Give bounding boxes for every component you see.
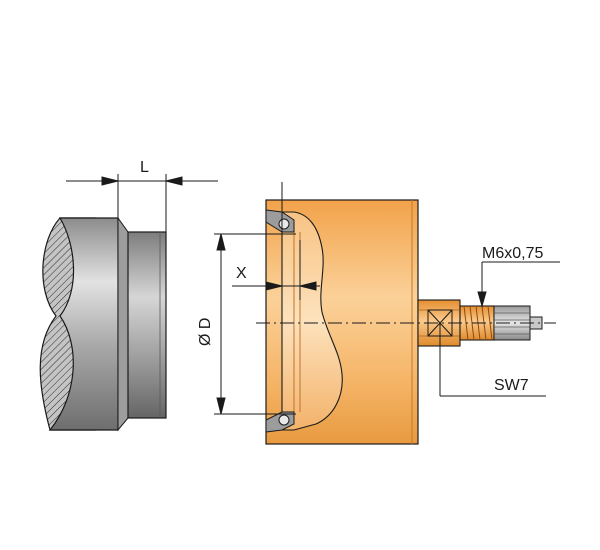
cylinder-body: [265, 199, 419, 445]
shaft-body: [48, 217, 119, 431]
offset-dimension: [232, 182, 320, 300]
wrench-callout: [439, 324, 546, 397]
length-dimension: [66, 174, 218, 232]
offset-label: X: [236, 265, 247, 282]
shaft-step: [117, 216, 129, 432]
wrench-size-label: SW7: [494, 377, 529, 394]
diameter-label: Ø D: [197, 318, 214, 346]
shaft-part: [39, 216, 167, 432]
thread-label: M6x0,75: [482, 245, 543, 262]
thread-callout: [477, 261, 560, 308]
length-label: L: [140, 159, 149, 176]
cylinder-section: [281, 211, 343, 431]
